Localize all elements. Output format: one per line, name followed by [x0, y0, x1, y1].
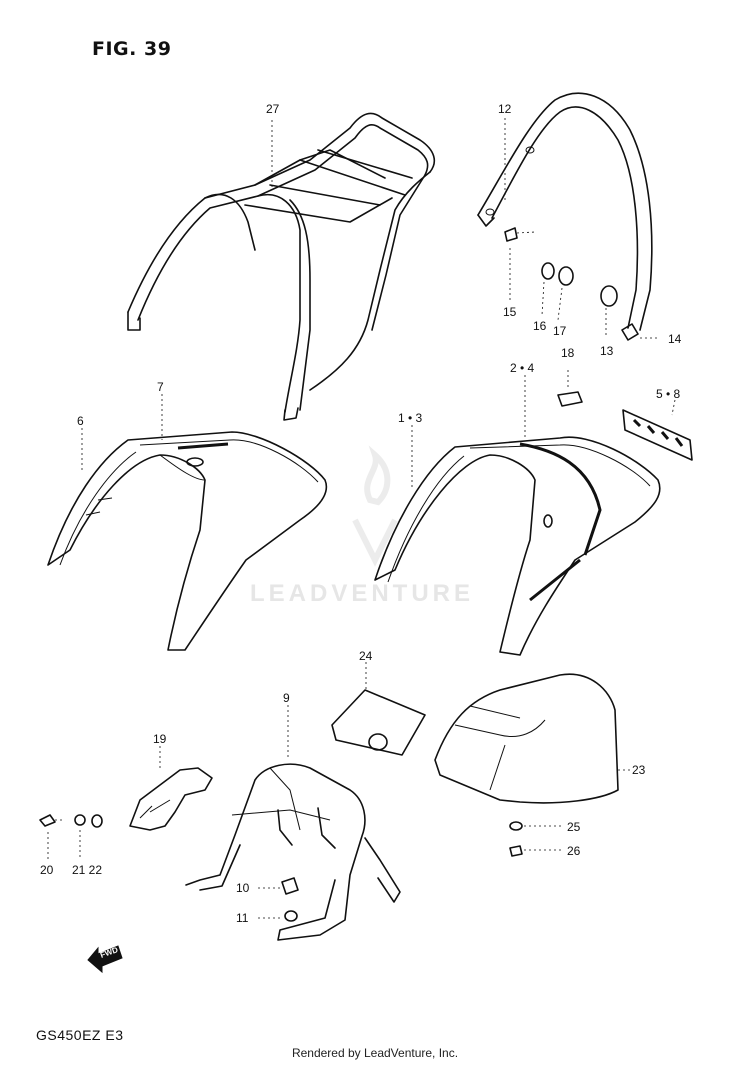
callout-14: 14: [668, 332, 682, 346]
callout-21-22: 21 22: [72, 863, 103, 877]
callout-18: 18: [561, 346, 575, 360]
fastener-set-lower: [258, 877, 299, 922]
callout-11: 11: [236, 911, 249, 925]
callout-26: 26: [567, 844, 581, 858]
callout-15: 15: [503, 305, 517, 319]
callout-13: 13: [600, 344, 614, 358]
grab-rail: [477, 92, 653, 331]
seat-tray: [434, 673, 630, 804]
callout-1-3: 1 • 3: [398, 411, 423, 425]
callout-20: 20: [40, 863, 54, 877]
callout-5-8: 5 • 8: [656, 387, 681, 401]
luggage-carrier: [127, 112, 436, 421]
callout-12: 12: [498, 102, 512, 116]
callout-2-4: 2 • 4: [510, 361, 535, 375]
callout-19: 19: [153, 732, 167, 746]
callout-24: 24: [359, 649, 373, 663]
cushion-rubber: [557, 370, 583, 407]
helmet-lock-bracket: [129, 746, 213, 831]
tail-cover-right: [374, 375, 661, 656]
callout-23: 23: [632, 763, 646, 777]
fastener-set-upper: [504, 227, 660, 341]
fastener-set-right: [509, 821, 563, 857]
callout-17: 17: [553, 324, 567, 338]
figure-title: FIG. 39: [92, 38, 172, 60]
callout-6: 6: [77, 414, 84, 428]
fwd-arrow: [87, 945, 123, 974]
model-code: GS450EZ E3: [36, 1027, 124, 1043]
callout-9: 9: [283, 691, 290, 705]
watermark-logo: [352, 445, 398, 567]
callout-25: 25: [567, 820, 581, 834]
seat-bracket: [185, 705, 401, 941]
callout-16: 16: [533, 319, 547, 333]
tail-cover-left: [47, 394, 328, 651]
callout-7: 7: [157, 380, 164, 394]
callout-10: 10: [236, 881, 250, 895]
fastener-set-left: [39, 814, 103, 860]
tail-emblem: [622, 399, 693, 461]
cover-plate: [331, 662, 426, 756]
callout-27: 27: [266, 102, 280, 116]
watermark: LEADVENTURE: [250, 580, 475, 607]
footer-credit: Rendered by LeadVenture, Inc.: [291, 1046, 459, 1060]
